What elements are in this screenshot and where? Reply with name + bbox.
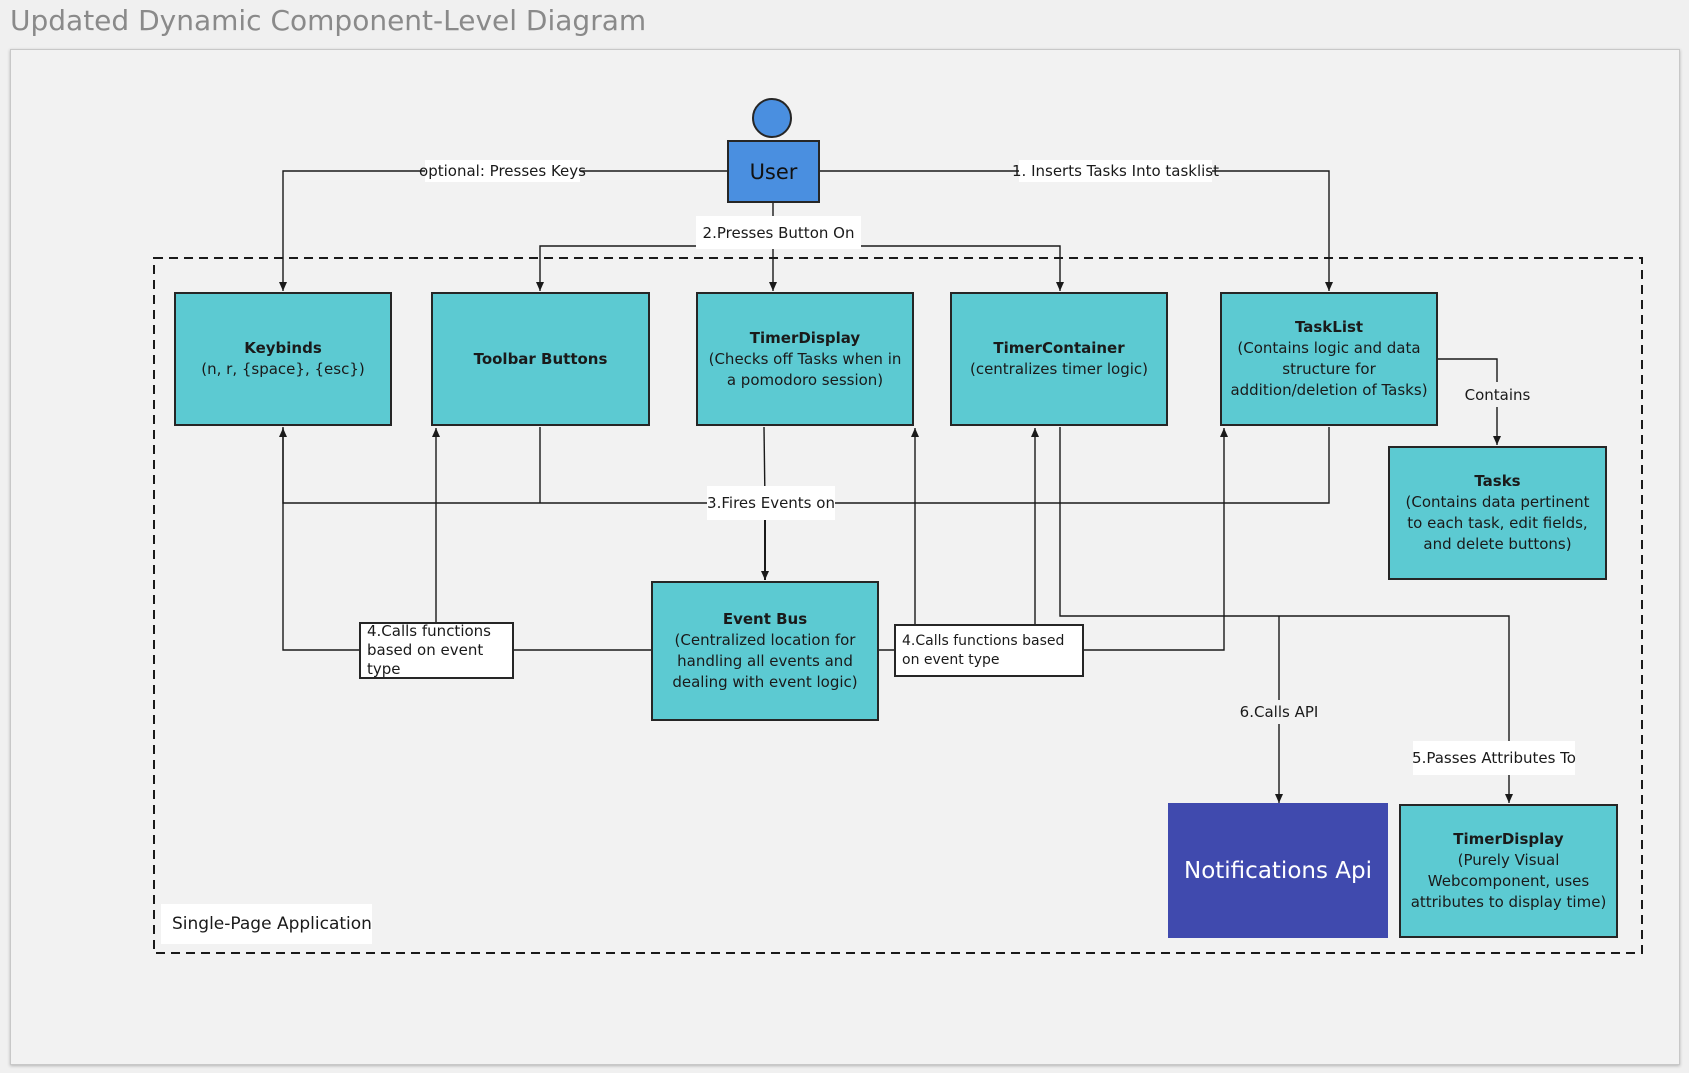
timer-display-top-title: TimerDisplay bbox=[749, 328, 861, 347]
notifications-api-component[interactable]: Notifications Api bbox=[1168, 803, 1388, 938]
user-actor-head bbox=[752, 98, 792, 138]
tasks-title: Tasks bbox=[1474, 472, 1521, 490]
edge-fire-tasklist bbox=[764, 427, 1330, 504]
toolbar-buttons-title: Toolbar Buttons bbox=[473, 349, 608, 368]
label-passes-attributes: 5.Passes Attributes To bbox=[1412, 741, 1576, 775]
timer-container-title: TimerContainer bbox=[993, 339, 1125, 357]
task-list-title: TaskList bbox=[1294, 318, 1364, 336]
timer-display-bottom-desc: (Purely Visual Webcomponent, uses attrib… bbox=[1410, 851, 1607, 911]
event-bus-component[interactable]: Event Bus (Centralized location for hand… bbox=[651, 581, 879, 721]
task-list-component[interactable]: TaskList (Contains logic and data struct… bbox=[1220, 292, 1438, 426]
toolbar-buttons-component[interactable]: Toolbar Buttons bbox=[431, 292, 650, 426]
timer-container-desc: (centralizes timer logic) bbox=[969, 360, 1149, 378]
keybinds-desc: (n, r, {space}, {esc}) bbox=[201, 360, 365, 378]
edge-user-tasklist bbox=[820, 170, 1333, 291]
task-list-desc: (Contains logic and data structure for a… bbox=[1230, 339, 1428, 399]
label-calls-api: 6.Calls API bbox=[1239, 700, 1319, 724]
edge-tasklist-tasks bbox=[1437, 358, 1501, 445]
label-inserts-tasks: 1. Inserts Tasks Into tasklist bbox=[1012, 160, 1220, 182]
edge-timercontainer-down bbox=[1059, 427, 1513, 803]
label-contains: Contains bbox=[1462, 382, 1533, 407]
edge-user-keybinds bbox=[279, 170, 727, 291]
user-actor[interactable]: User bbox=[727, 140, 820, 203]
page-title: Updated Dynamic Component-Level Diagram bbox=[10, 4, 647, 37]
timer-display-bottom-title: TimerDisplay bbox=[1453, 830, 1564, 848]
timer-container-component[interactable]: TimerContainer (centralizes timer logic) bbox=[950, 292, 1168, 426]
label-spa-boundary: Single-Page Application bbox=[161, 904, 372, 944]
edge-call-keybinds bbox=[279, 428, 651, 651]
keybinds-component[interactable]: Keybinds (n, r, {space}, {esc}) bbox=[174, 292, 392, 426]
label-calls-functions-left: 4.Calls functions based on event type bbox=[359, 622, 514, 679]
tasks-component[interactable]: Tasks (Contains data pertinent to each t… bbox=[1388, 446, 1607, 580]
label-presses-button: 2.Presses Button On bbox=[696, 216, 861, 249]
label-presses-keys: optional: Presses Keys bbox=[419, 160, 586, 182]
edge-to-timercontainer bbox=[773, 245, 1064, 291]
edge-call-timerdisplay bbox=[879, 428, 919, 651]
edge-fire-keybinds bbox=[282, 427, 764, 504]
timer-display-top-component[interactable]: TimerDisplay (Checks off Tasks when in a… bbox=[696, 292, 914, 426]
timer-display-top-desc: (Checks off Tasks when in a pomodoro ses… bbox=[708, 349, 902, 389]
label-calls-functions-right: 4.Calls functions based on event type bbox=[894, 624, 1084, 677]
keybinds-title: Keybinds bbox=[244, 339, 322, 357]
edge-call-tasklist bbox=[1083, 428, 1228, 651]
event-bus-desc: (Centralized location for handling all e… bbox=[672, 631, 858, 691]
spa-boundary bbox=[153, 257, 1643, 954]
event-bus-title: Event Bus bbox=[722, 610, 808, 628]
tasks-desc: (Contains data pertinent to each task, e… bbox=[1405, 493, 1590, 553]
label-fires-events: 3.Fires Events on bbox=[707, 486, 835, 520]
timer-display-bottom-component[interactable]: TimerDisplay (Purely Visual Webcomponent… bbox=[1399, 804, 1618, 938]
edge-to-toolbar bbox=[536, 245, 773, 291]
